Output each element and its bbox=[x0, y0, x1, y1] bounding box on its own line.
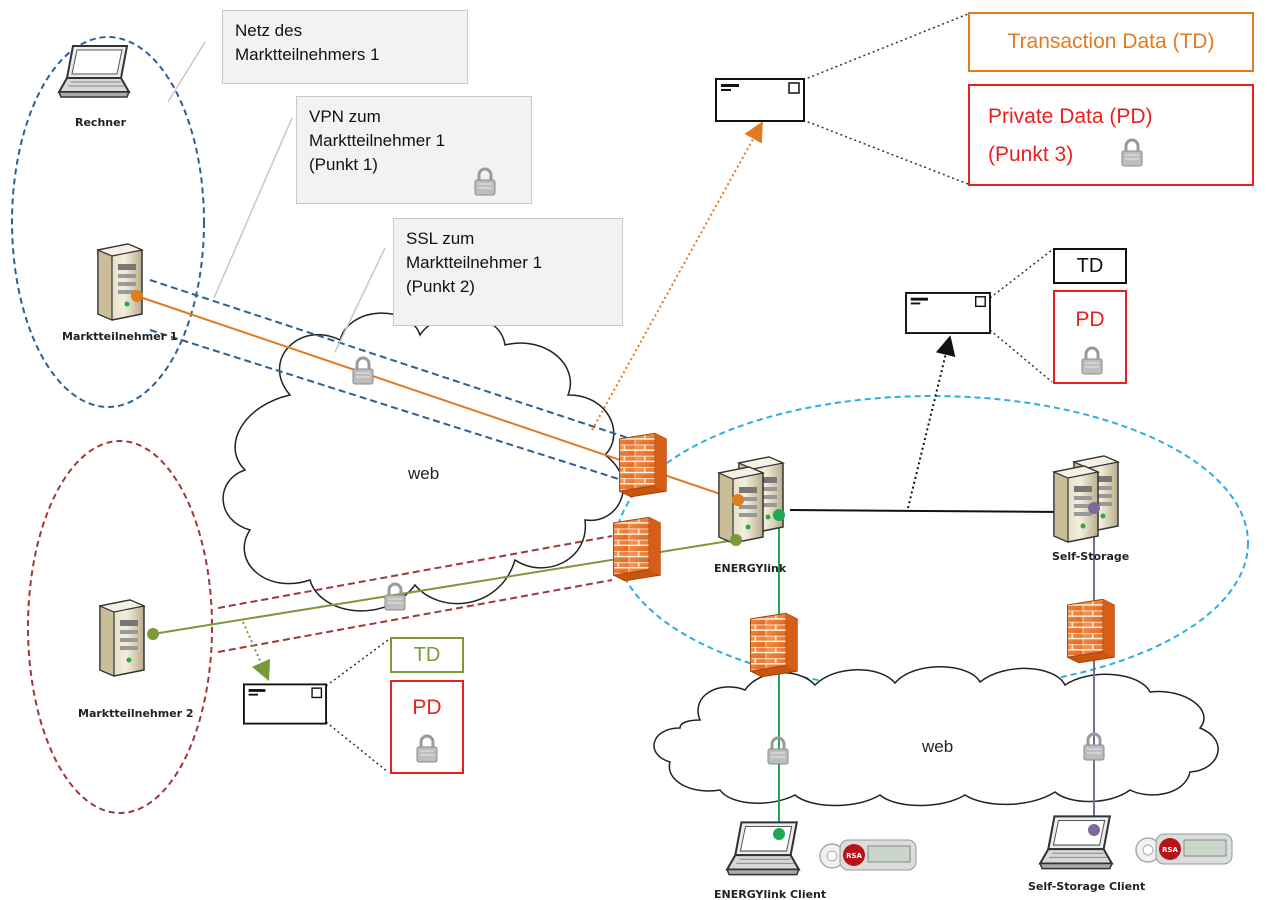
token-icon bbox=[1135, 833, 1233, 865]
callout-vpn: VPN zum Marktteilnehmer 1 (Punkt 1) bbox=[296, 96, 532, 204]
node-label-mt1: Marktteilnehmer 1 bbox=[62, 330, 178, 343]
legend-td-mid-text: TD bbox=[1076, 255, 1104, 277]
callout-ssl-line1: SSL zum bbox=[406, 229, 475, 248]
callout-ssl-line3: (Punkt 2) bbox=[406, 277, 475, 296]
vpn-tunnel-line bbox=[149, 329, 629, 483]
envelope-icon bbox=[243, 683, 327, 725]
connection-point bbox=[1088, 824, 1100, 836]
connection-point bbox=[773, 828, 785, 840]
callout-netz-line1: Netz des bbox=[235, 21, 303, 40]
callout-pointer bbox=[213, 117, 293, 299]
envelope-pointer bbox=[325, 721, 389, 773]
legend-pd-low: PD bbox=[390, 680, 464, 774]
vpn-tunnel-line bbox=[149, 279, 629, 439]
envelope-pointer bbox=[802, 119, 969, 185]
callout-ssl: SSL zum Marktteilnehmer 1 (Punkt 2) bbox=[393, 218, 623, 326]
connection-point bbox=[147, 628, 159, 640]
lock-icon bbox=[1080, 346, 1104, 376]
server-icon bbox=[719, 457, 783, 543]
firewall-icon bbox=[619, 432, 667, 498]
legend-td-low: TD bbox=[390, 637, 464, 673]
legend-pd-top-line1: Private Data (PD) bbox=[988, 105, 1153, 128]
callout-ssl-line2: Marktteilnehmer 1 bbox=[406, 253, 543, 272]
envelope-pointer bbox=[325, 639, 389, 687]
callout-netz-line2: Marktteilnehmers 1 bbox=[235, 45, 380, 64]
legend-pd-top: Private Data (PD) (Punkt 3) bbox=[968, 84, 1254, 186]
envelope-pointer bbox=[802, 13, 969, 81]
mt1-network-ellipse bbox=[11, 36, 205, 408]
storage-connection-line bbox=[789, 509, 1063, 513]
node-label-energylink: ENERGYlink bbox=[714, 562, 787, 575]
callout-vpn-line2: Marktteilnehmer 1 bbox=[309, 131, 446, 150]
laptop-icon bbox=[726, 821, 800, 876]
td-flow-arrow bbox=[242, 621, 271, 682]
cloud-icon bbox=[222, 312, 624, 612]
server-icon bbox=[1054, 456, 1118, 542]
mt2-tunnel-line bbox=[217, 579, 613, 653]
callout-pointer bbox=[167, 41, 206, 103]
legend-td-top: Transaction Data (TD) bbox=[968, 12, 1254, 72]
firewall-icon bbox=[613, 516, 661, 582]
legend-td-mid: TD bbox=[1053, 248, 1127, 284]
legend-pd-top-line2: (Punkt 3) bbox=[988, 143, 1074, 166]
mt2-tunnel-line bbox=[217, 535, 613, 609]
node-label-self-storage-client: Self-Storage Client bbox=[1028, 880, 1145, 893]
legend-td-low-text: TD bbox=[413, 644, 441, 666]
connection-point bbox=[773, 509, 785, 521]
cloud-icon bbox=[653, 666, 1219, 807]
connection-point bbox=[732, 494, 744, 506]
server-icon bbox=[99, 599, 145, 677]
envelope-icon bbox=[715, 78, 805, 122]
mt2-network-ellipse bbox=[27, 440, 213, 814]
lock-icon bbox=[1120, 138, 1144, 168]
server-icon bbox=[97, 243, 143, 321]
firewall-icon bbox=[1067, 598, 1115, 664]
callout-netz: Netz des Marktteilnehmers 1 bbox=[222, 10, 468, 84]
td-flow-arrow bbox=[591, 121, 763, 431]
cloud-top-label: web bbox=[407, 464, 439, 483]
callout-vpn-line3: (Punkt 1) bbox=[309, 155, 378, 174]
connection-point bbox=[1088, 502, 1100, 514]
td-flow-arrow bbox=[907, 335, 956, 509]
token-icon bbox=[819, 839, 917, 871]
envelope-pointer bbox=[989, 329, 1053, 383]
laptop-icon bbox=[1039, 815, 1113, 870]
callout-pointer bbox=[334, 247, 386, 353]
cloud-bottom-label: web bbox=[921, 737, 953, 756]
node-label-rechner: Rechner bbox=[75, 116, 127, 129]
firewall-icon bbox=[750, 612, 798, 678]
node-label-self-storage: Self-Storage bbox=[1052, 550, 1129, 563]
legend-pd-low-text: PD bbox=[412, 696, 442, 719]
envelope-pointer bbox=[989, 249, 1053, 299]
legend-td-top-text: Transaction Data (TD) bbox=[1007, 30, 1215, 53]
lock-icon bbox=[473, 167, 497, 197]
node-label-mt2: Marktteilnehmer 2 bbox=[78, 707, 194, 720]
legend-pd-mid: PD bbox=[1053, 290, 1127, 384]
envelope-icon bbox=[905, 292, 991, 334]
callout-vpn-line1: VPN zum bbox=[309, 107, 381, 126]
node-label-energylink-client: ENERGYlink Client bbox=[714, 888, 826, 900]
legend-pd-mid-text: PD bbox=[1075, 308, 1105, 331]
lock-icon bbox=[415, 734, 439, 764]
connection-point bbox=[131, 290, 143, 302]
connection-point bbox=[730, 534, 742, 546]
